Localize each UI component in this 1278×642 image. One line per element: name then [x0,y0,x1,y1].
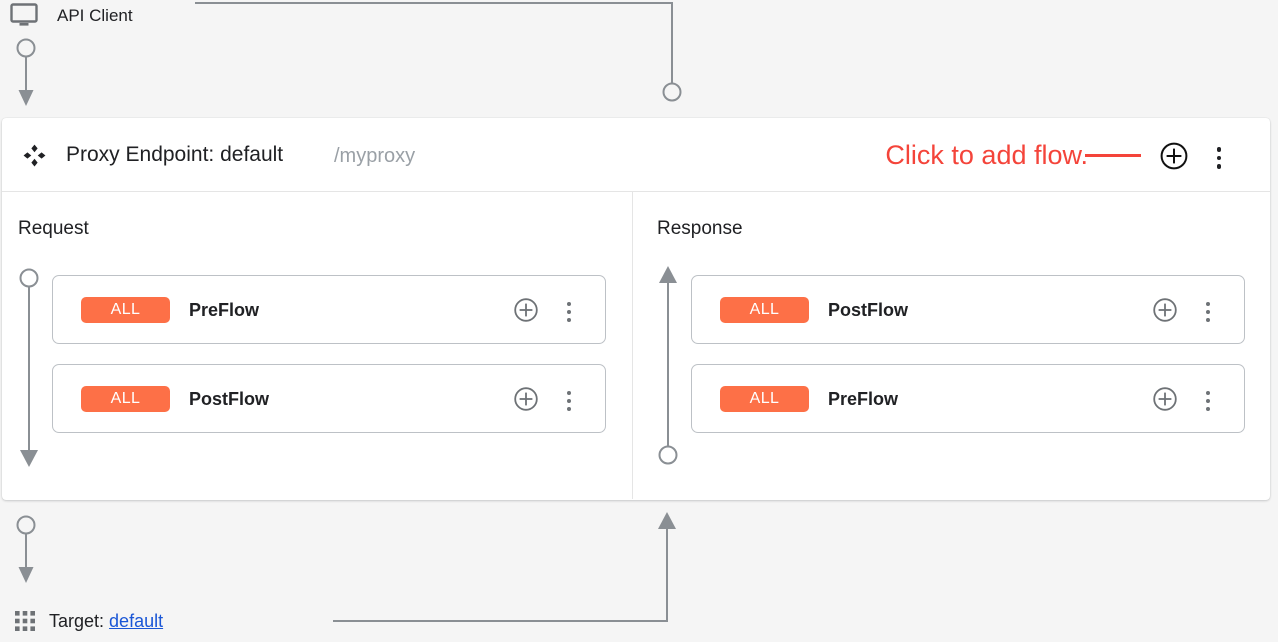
flow-name-label: PostFlow [828,300,908,320]
flow-more-menu[interactable] [1198,386,1218,412]
request-column-title: Request [18,218,89,239]
request-flow-list: ALL PreFlow [52,275,606,453]
menu-dot [1216,164,1222,169]
api-client-label: API Client [57,6,133,25]
flow-columns: Request ALL PreFlow [2,192,1270,499]
flow-more-menu[interactable] [559,297,579,323]
menu-dot [567,318,571,322]
proxy-endpoint-panel: Proxy Endpoint: default /myproxy Click t… [2,118,1270,500]
annotation-leader-line [1085,154,1141,157]
menu-dot [1206,302,1210,306]
target-request-connector [10,510,44,588]
base-path-label: /myproxy [334,145,416,167]
response-flow-list: ALL PostFlow [691,275,1245,453]
flow-name-label: PreFlow [189,300,260,320]
flow-card[interactable]: ALL PreFlow [691,364,1245,433]
target-response-connector [330,508,690,630]
add-policy-button[interactable] [513,297,539,323]
add-flow-annotation-text: Click to add flow. [885,140,1088,170]
target-label-text: Target: [49,611,105,631]
menu-dot [567,399,571,403]
flow-condition-badge: ALL [720,386,809,412]
flow-card[interactable]: ALL PostFlow [52,364,606,433]
response-column-title: Response [657,218,743,239]
request-column: Request ALL PreFlow [2,192,632,499]
proxy-endpoint-header: Proxy Endpoint: default /myproxy Click t… [2,118,1270,192]
response-column: Response ALL PostFlow [632,192,1270,499]
flow-more-menu[interactable] [1198,297,1218,323]
menu-dot [567,391,571,395]
flow-name-label: PostFlow [189,389,269,409]
menu-dot [567,310,571,314]
menu-dot [1206,310,1210,314]
menu-dot [1216,155,1222,160]
move-arrows-icon[interactable] [22,143,47,168]
grid-dots-icon [14,610,36,632]
menu-dot [567,407,571,411]
menu-dot [1216,147,1222,152]
target-endpoint-label: Target: default [49,608,163,634]
page-title: Proxy Endpoint: default [66,143,284,166]
monitor-icon [10,3,40,29]
menu-dot [1206,407,1210,411]
flow-condition-badge: ALL [81,297,170,323]
flow-condition-badge: ALL [720,297,809,323]
response-return-connector [195,0,695,112]
response-flow-rail [651,264,685,469]
flow-name-label: PreFlow [828,389,899,409]
menu-dot [1206,391,1210,395]
add-policy-button[interactable] [1152,297,1178,323]
add-policy-button[interactable] [1152,386,1178,412]
flow-more-menu[interactable] [559,386,579,412]
add-flow-button[interactable] [1159,141,1189,171]
menu-dot [567,302,571,306]
flow-card[interactable]: ALL PreFlow [52,275,606,344]
add-policy-button[interactable] [513,386,539,412]
flow-condition-badge: ALL [81,386,170,412]
request-entry-connector [10,32,44,110]
proxy-endpoint-more-menu[interactable] [1208,140,1230,170]
flow-card[interactable]: ALL PostFlow [691,275,1245,344]
target-endpoint-link[interactable]: default [109,611,164,631]
menu-dot [1206,399,1210,403]
request-flow-rail [12,264,46,469]
menu-dot [1206,318,1210,322]
